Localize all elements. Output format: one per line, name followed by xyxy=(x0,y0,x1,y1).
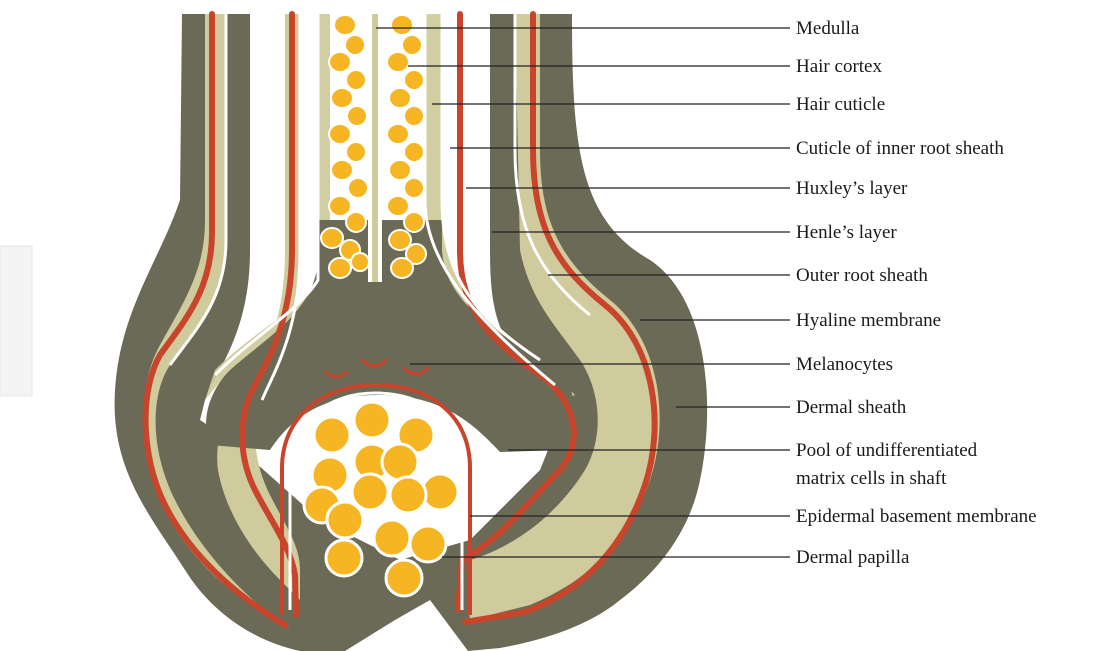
label-outer-root-sheath: Outer root sheath xyxy=(796,265,928,286)
label-henle: Henle’s layer xyxy=(796,222,897,243)
label-cuticle-irs: Cuticle of inner root sheath xyxy=(796,138,1004,159)
label-huxley: Huxley’s layer xyxy=(796,178,908,199)
label-dermal-sheath: Dermal sheath xyxy=(796,397,907,418)
label-pool-line1: Pool of undifferentiated xyxy=(796,440,978,461)
side-tab xyxy=(0,246,32,396)
labels: Medulla Hair cortex Hair cuticle Cuticle… xyxy=(796,18,1037,568)
label-papilla: Dermal papilla xyxy=(796,547,910,568)
label-hair-cortex: Hair cortex xyxy=(796,56,882,77)
label-basement: Epidermal basement membrane xyxy=(796,506,1037,527)
medulla-core xyxy=(372,14,378,282)
label-pool-line2: matrix cells in shaft xyxy=(796,468,947,489)
label-melanocytes: Melanocytes xyxy=(796,354,893,375)
label-hair-cuticle: Hair cuticle xyxy=(796,94,885,115)
label-hyaline: Hyaline membrane xyxy=(796,310,941,331)
label-medulla: Medulla xyxy=(796,18,860,39)
